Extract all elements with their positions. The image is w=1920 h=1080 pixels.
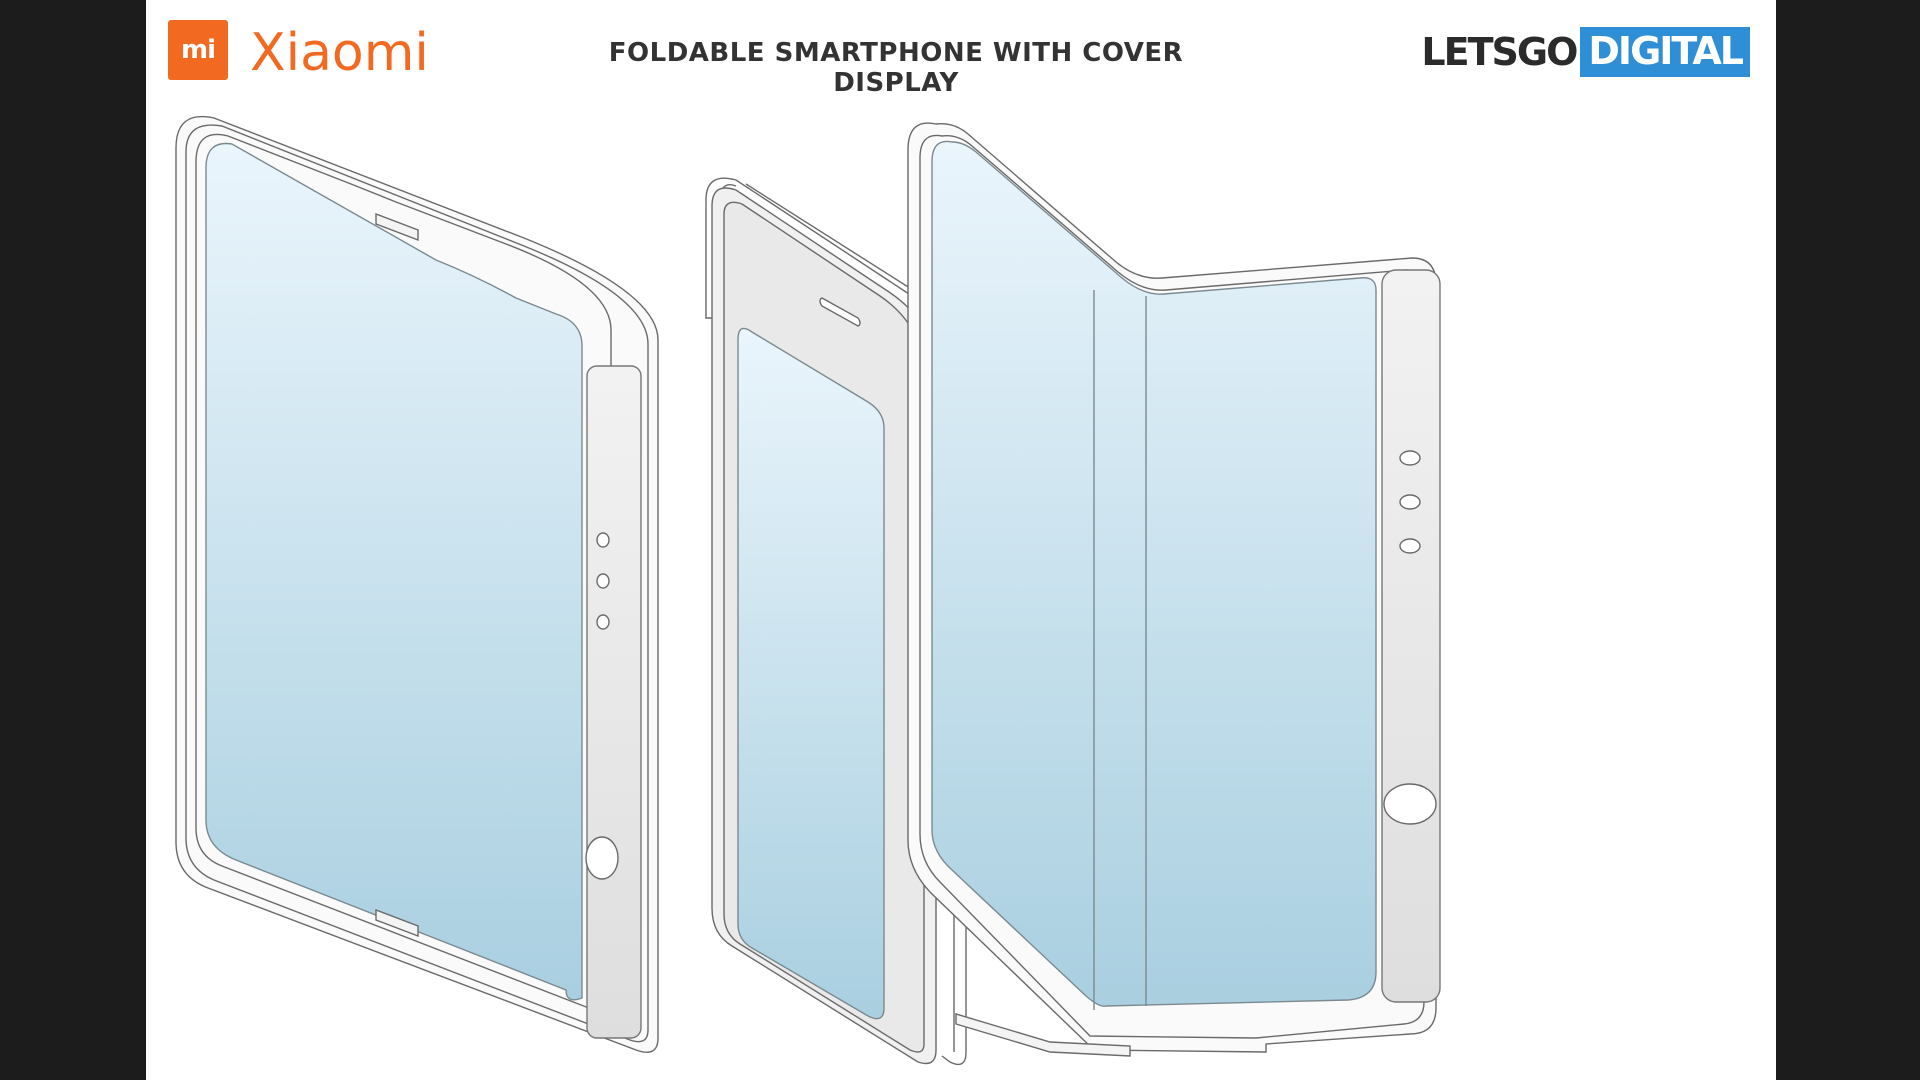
- sensor-icon: [596, 532, 610, 548]
- fingerprint-sensor-icon: [585, 836, 619, 880]
- earpiece-icon: [819, 297, 861, 327]
- publisher-logo-right: DIGITAL: [1580, 27, 1750, 77]
- sensor-icon: [1399, 494, 1421, 510]
- sensor-icon: [1399, 450, 1421, 466]
- publisher-logo-left: LETSGO: [1421, 30, 1578, 74]
- patent-illustration-canvas: mi Xiaomi FOLDABLE SMARTPHONE WITH COVER…: [146, 0, 1776, 1080]
- page-title: FOLDABLE SMARTPHONE WITH COVER DISPLAY: [608, 38, 1184, 98]
- xiaomi-logo-mark: mi: [168, 20, 228, 80]
- phone-folded-cover-display: [705, 177, 967, 1066]
- sensor-icon: [596, 573, 610, 589]
- sensor-icon: [1399, 538, 1421, 554]
- publisher-logo: LETSGO DIGITAL: [1421, 27, 1750, 77]
- phone-illustrations: [175, 116, 1441, 1066]
- fingerprint-sensor-icon: [1383, 783, 1437, 825]
- phone-half-unfolded: [907, 122, 1441, 1057]
- brand-name: Xiaomi: [250, 23, 429, 83]
- phone-open-front: [175, 116, 659, 1053]
- sensor-icon: [596, 614, 610, 630]
